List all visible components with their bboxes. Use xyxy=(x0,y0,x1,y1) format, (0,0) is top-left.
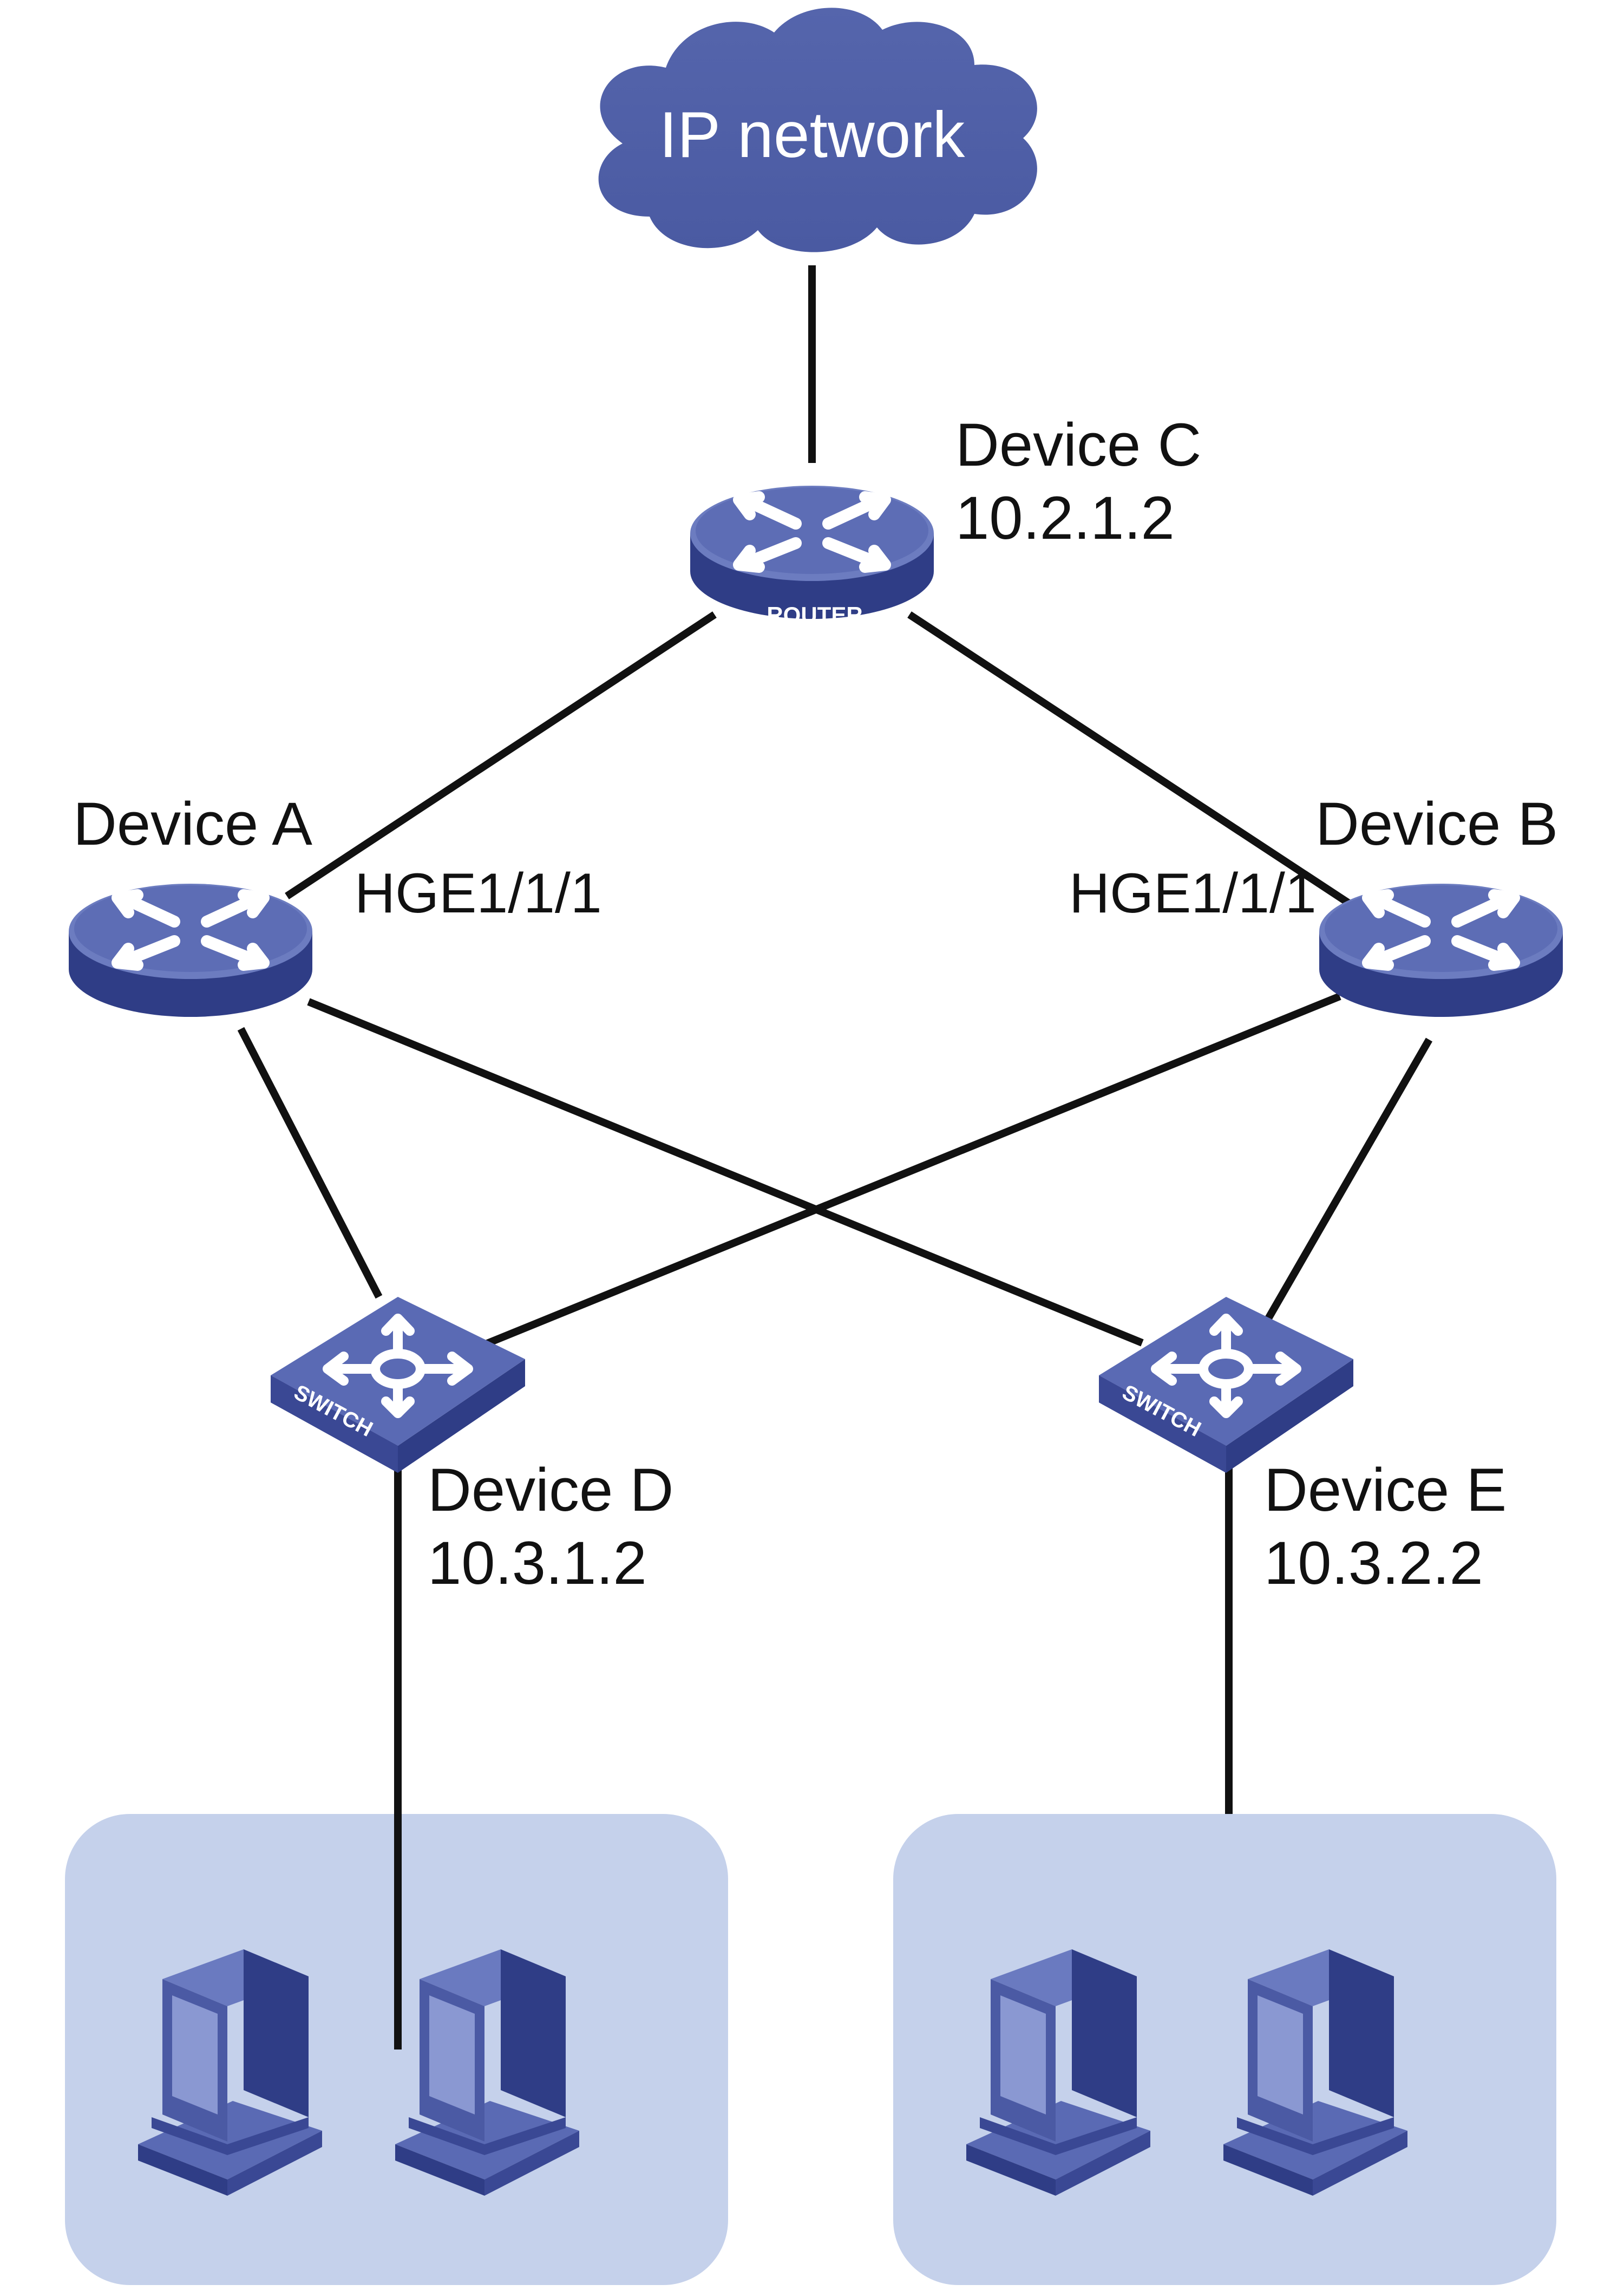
router-icon xyxy=(690,486,934,619)
router-badge: ROUTER xyxy=(767,602,862,628)
host-group-2 xyxy=(893,1814,1556,2285)
device-c-name: Device C xyxy=(955,411,1201,479)
link-device-a-to-device-e xyxy=(307,998,1144,1347)
cloud-icon xyxy=(598,8,1037,252)
router-icon xyxy=(1319,884,1563,1017)
device-d-ip: 10.3.1.2 xyxy=(428,1529,647,1597)
device-e-ip: 10.3.2.2 xyxy=(1264,1529,1483,1597)
device-b-name: Device B xyxy=(1315,790,1558,858)
links xyxy=(237,265,1433,2050)
device-e: SWITCH Device E 10.3.2.2 xyxy=(1099,1297,1507,1597)
device-d-name: Device D xyxy=(428,1456,673,1524)
device-a-port-label: HGE1/1/1 xyxy=(355,862,602,925)
link-device-b-to-device-d xyxy=(480,993,1341,1349)
device-c: ROUTER Device C 10.2.1.2 xyxy=(690,411,1201,628)
device-a: Device A HGE1/1/1 xyxy=(69,790,602,1017)
device-b: Device B HGE1/1/1 xyxy=(1069,790,1563,1017)
router-icon xyxy=(69,884,312,1017)
ip-network-cloud: IP network xyxy=(598,8,1037,252)
device-b-port-label: HGE1/1/1 xyxy=(1069,862,1317,925)
device-a-name: Device A xyxy=(73,790,312,858)
link-device-c-to-device-a xyxy=(285,611,717,899)
link-device-a-to-device-d xyxy=(237,1027,383,1299)
device-c-ip: 10.2.1.2 xyxy=(955,484,1175,552)
link-device-b-to-device-e xyxy=(1263,1037,1433,1323)
device-d: SWITCH Device D 10.3.1.2 xyxy=(271,1297,673,1597)
cloud-label: IP network xyxy=(659,99,966,171)
device-e-name: Device E xyxy=(1264,1456,1507,1524)
link-device-c-to-device-b xyxy=(907,611,1361,913)
